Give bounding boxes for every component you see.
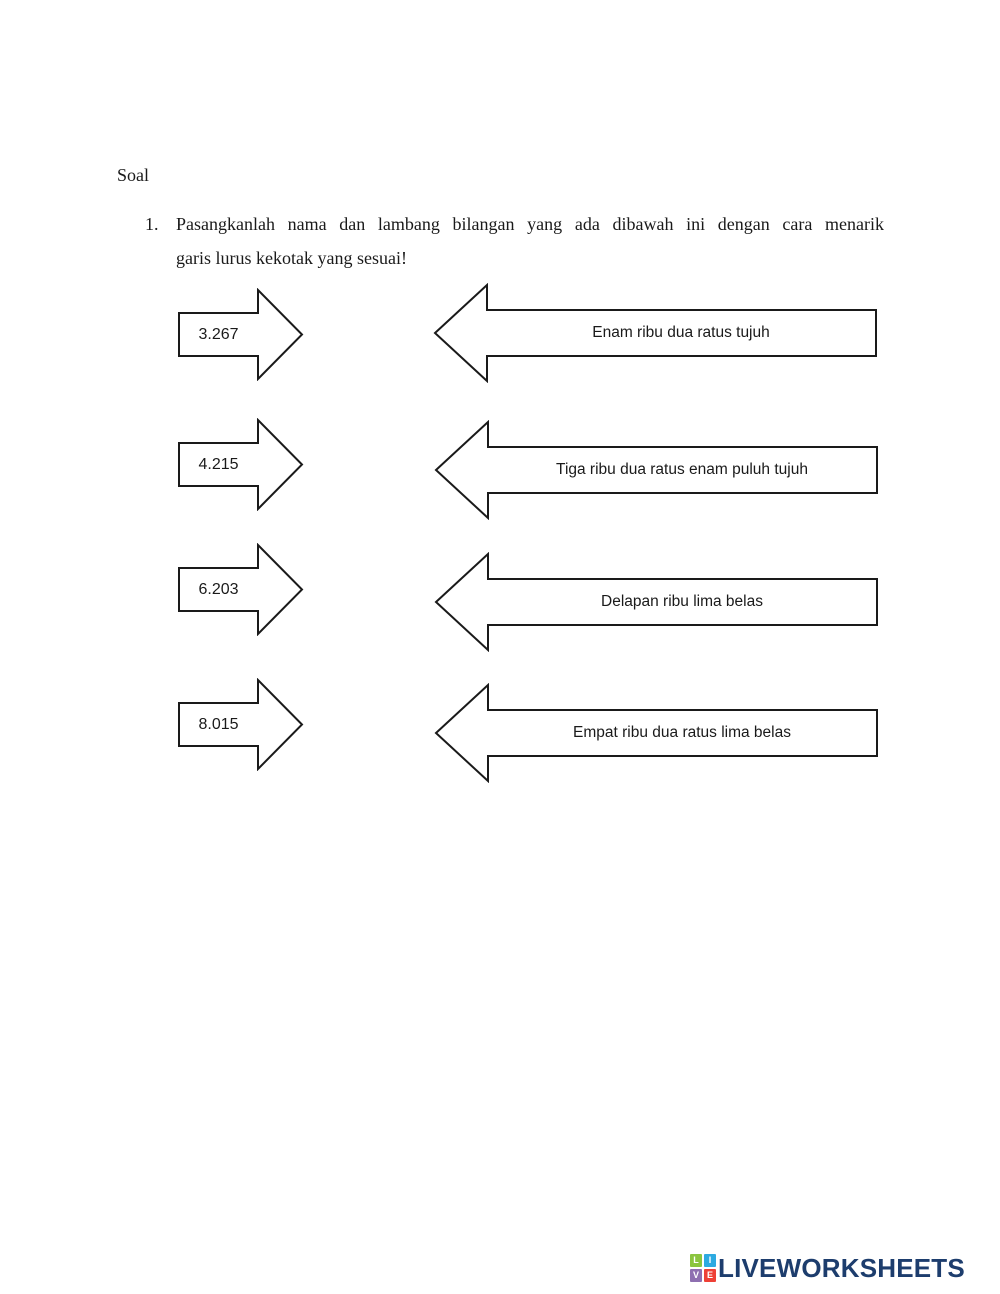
number-arrow-3[interactable]: 6.203 [177, 543, 304, 636]
question-text-line1: Pasangkanlah nama dan lambang bilangan y… [176, 214, 884, 234]
liveworksheets-logo[interactable]: L I V E LIVEWORKSHEETS [690, 1252, 965, 1284]
logo-squares: L I V E [690, 1254, 716, 1282]
name-label: Enam ribu dua ratus tujuh [592, 324, 770, 341]
left-arrow-shape [434, 420, 878, 520]
left-arrow-shape [433, 283, 877, 383]
number-label: 4.215 [198, 455, 239, 473]
question-number: 1. [145, 214, 159, 234]
right-arrow-shape [178, 678, 304, 771]
number-arrow-1[interactable]: 3.267 [177, 288, 304, 381]
logo-square-i: I [704, 1254, 716, 1267]
name-arrow-4[interactable]: Empat ribu dua ratus lima belas [434, 683, 879, 783]
page-title: Soal [117, 165, 150, 185]
number-arrow-4[interactable]: 8.015 [177, 678, 304, 771]
name-arrow-2[interactable]: Tiga ribu dua ratus enam puluh tujuh [434, 420, 879, 520]
number-label: 3.267 [198, 325, 239, 343]
right-arrow-shape [178, 288, 304, 381]
number-label: 6.203 [198, 580, 239, 598]
name-label: Delapan ribu lima belas [601, 593, 763, 610]
name-label: Empat ribu dua ratus lima belas [573, 724, 791, 741]
question-text-line2: garis lurus kekotak yang sesuai! [176, 248, 407, 268]
left-arrow-shape [434, 683, 878, 783]
logo-square-e: E [704, 1269, 716, 1282]
number-arrow-2[interactable]: 4.215 [177, 418, 304, 511]
right-arrow-shape [178, 418, 304, 511]
number-label: 8.015 [198, 715, 239, 733]
logo-square-l: L [690, 1254, 702, 1267]
brand-wordmark: LIVEWORKSHEETS [718, 1253, 965, 1283]
left-arrow-shape [434, 552, 878, 652]
name-arrow-1[interactable]: Enam ribu dua ratus tujuh [433, 283, 878, 383]
name-label: Tiga ribu dua ratus enam puluh tujuh [556, 461, 808, 478]
logo-square-v: V [690, 1269, 702, 1282]
name-arrow-3[interactable]: Delapan ribu lima belas [434, 552, 879, 652]
right-arrow-shape [178, 543, 304, 636]
